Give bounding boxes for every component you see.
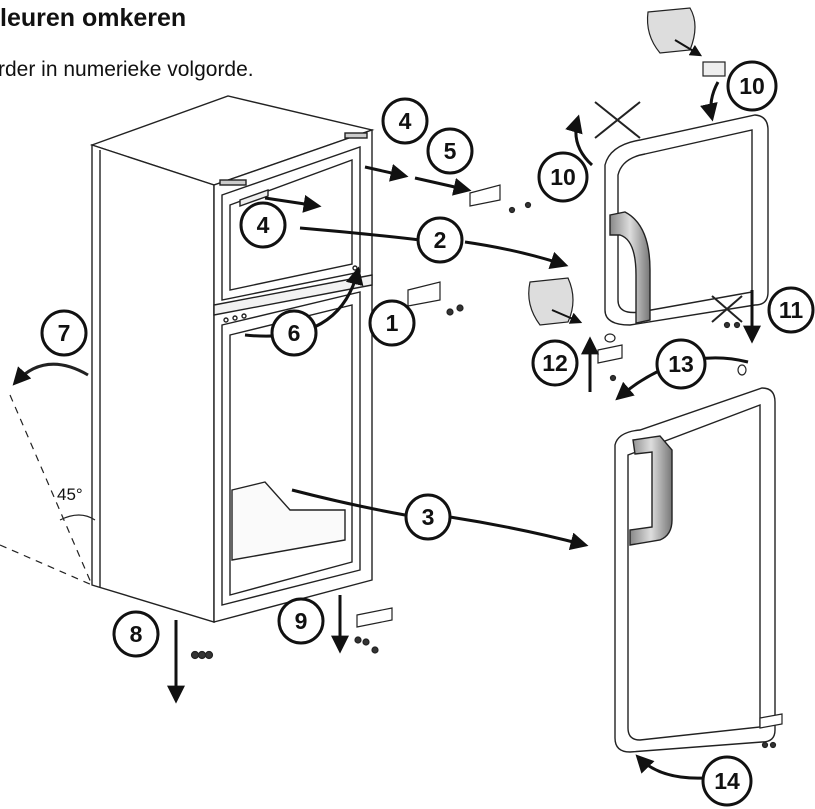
page-subtitle: rder in numerieke volgorde. [0,58,254,81]
step-label: 2 [434,227,447,253]
step-label: 10 [739,73,765,99]
fridge-door [614,387,776,753]
step-arrows [167,39,761,780]
step-label: 7 [58,320,71,346]
step-label: 10 [550,164,576,190]
step-label: 11 [779,297,804,323]
step-label: 8 [130,621,143,647]
angle-label: 45° [57,485,83,504]
step-label: 6 [288,320,301,346]
tilt-guide [0,362,96,586]
step-label: 12 [542,350,568,376]
step-label: 1 [386,310,399,336]
freezer-door [604,114,769,326]
step-label: 3 [422,504,435,530]
prohibition-marks [594,101,743,323]
step-label: 4 [257,212,270,238]
step-label: 13 [668,351,694,377]
page-title: leuren omkeren [0,4,187,32]
step-label: 4 [399,108,412,134]
step-label: 9 [295,608,308,634]
fridge-cabinet [89,95,375,623]
hinge-parts [190,7,783,749]
step-label: 5 [444,138,457,164]
step-label: 14 [714,768,740,794]
